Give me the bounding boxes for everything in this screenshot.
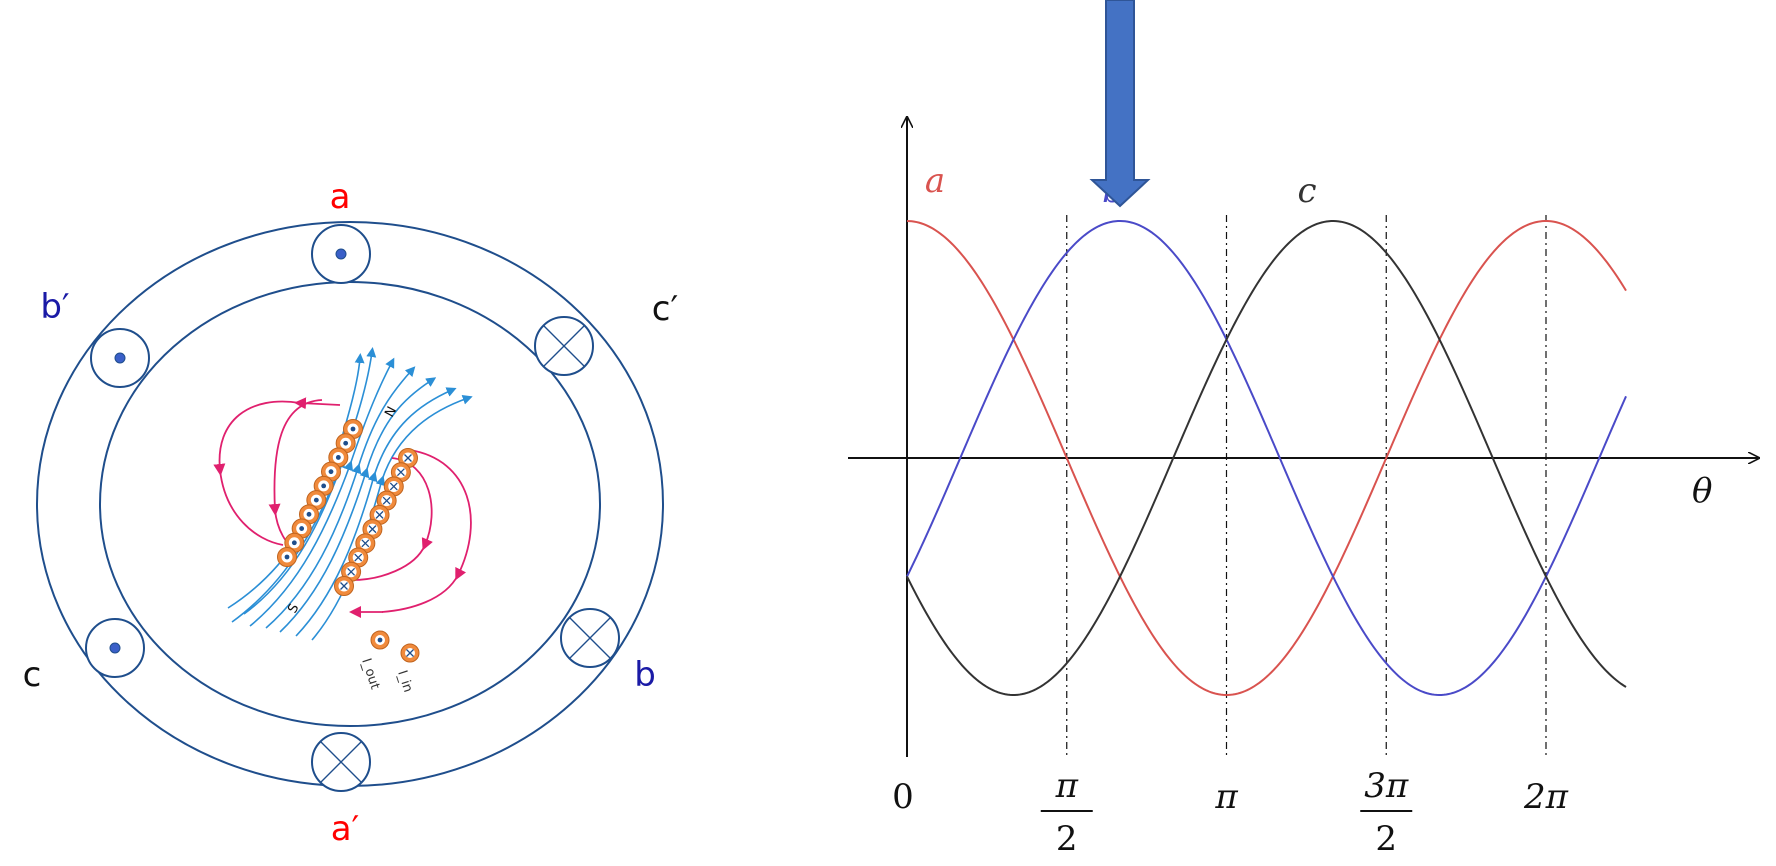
coil-cross-icon bbox=[404, 454, 412, 462]
tick-label: 0 bbox=[892, 777, 914, 817]
rotor-electromagnet: N S I_out I_in bbox=[213, 347, 473, 695]
coil-cross-icon bbox=[396, 468, 405, 477]
stator-outer-ring bbox=[36, 221, 664, 787]
tick-numerator: 3π bbox=[1364, 766, 1409, 806]
conductor-slots bbox=[85, 224, 620, 792]
coil-dot-icon bbox=[335, 455, 341, 460]
series-line-c bbox=[906, 219, 1627, 696]
phase-curves bbox=[906, 219, 1627, 697]
current-in-cross-icon bbox=[320, 741, 362, 783]
coil-cross-icon bbox=[340, 582, 348, 590]
slot-3 bbox=[560, 608, 620, 668]
slot-label: c′ bbox=[652, 289, 678, 329]
current-out-dot-icon bbox=[109, 642, 121, 654]
rotor-coil-conductors bbox=[277, 419, 418, 596]
coil-dot-icon bbox=[343, 440, 349, 446]
x-tick: 0 bbox=[892, 777, 914, 817]
pole-s-label: S bbox=[285, 602, 302, 616]
coil-in bbox=[334, 576, 354, 596]
flux-loop bbox=[351, 457, 433, 581]
coil-cross-icon bbox=[347, 567, 356, 576]
field-line bbox=[243, 463, 343, 615]
coil-dot-icon bbox=[284, 554, 290, 560]
legend-dot-icon bbox=[377, 637, 383, 643]
slot-1 bbox=[311, 224, 371, 284]
coil-in bbox=[383, 476, 404, 497]
slot-4 bbox=[311, 732, 371, 792]
series-line-b bbox=[906, 219, 1627, 697]
field-line bbox=[311, 394, 473, 641]
coil-cross-icon bbox=[375, 510, 384, 519]
tick-label: π bbox=[1214, 777, 1238, 817]
slot-label: a bbox=[330, 177, 351, 217]
dashed-guide-lines bbox=[1066, 215, 1547, 757]
magnetic-field-lines bbox=[227, 347, 473, 641]
coil-cross-icon bbox=[382, 496, 391, 505]
coil-dot-icon bbox=[350, 426, 356, 432]
current-in-cross-icon bbox=[569, 617, 611, 659]
coil-cross-icon bbox=[368, 525, 377, 534]
coil-dot-icon bbox=[313, 497, 319, 503]
current-out-dot-icon bbox=[335, 248, 347, 260]
coil-dot-icon bbox=[299, 526, 305, 531]
coil-cross-icon bbox=[389, 482, 398, 491]
flux-loop bbox=[213, 400, 301, 546]
coil-dot-icon bbox=[321, 483, 327, 489]
series-label-a: a bbox=[925, 161, 945, 201]
tick-denominator: 2 bbox=[1375, 819, 1397, 859]
x-axis-label: θ bbox=[1692, 471, 1712, 511]
slot-5 bbox=[85, 618, 145, 678]
current-in-cross-icon bbox=[543, 325, 585, 367]
coil-dot-icon bbox=[291, 540, 297, 546]
coil-cross-icon bbox=[354, 553, 363, 562]
x-tick: 2π bbox=[1523, 777, 1569, 817]
legend-out-label: I_out bbox=[358, 657, 382, 692]
current-out-dot-icon bbox=[114, 352, 126, 364]
coil-cross-icon bbox=[361, 539, 370, 548]
legend-cross-icon bbox=[406, 649, 414, 657]
slot-label: b bbox=[634, 655, 656, 695]
stator-diagram: a c′ b a′ c b′ N S I_out I_in bbox=[23, 177, 679, 849]
slot-label: c bbox=[23, 655, 42, 695]
slot-2 bbox=[534, 316, 594, 376]
slot-6 bbox=[90, 328, 150, 388]
coil-dot-icon bbox=[328, 469, 334, 475]
down-arrow-marker bbox=[1089, 0, 1151, 208]
slot-label: b′ bbox=[40, 287, 69, 327]
series-label-c: c bbox=[1297, 171, 1316, 211]
series-line-a bbox=[906, 220, 1627, 696]
pole-n-label: N bbox=[382, 404, 400, 420]
x-tick: π bbox=[1214, 777, 1238, 817]
flux-loop bbox=[381, 449, 472, 613]
slot-label: a′ bbox=[331, 809, 360, 849]
tick-numerator: π bbox=[1055, 766, 1079, 806]
stator-inner-ring bbox=[99, 281, 601, 727]
flux-loop-arrow bbox=[294, 397, 341, 410]
tick-denominator: 2 bbox=[1056, 819, 1078, 859]
slot-labels: a c′ b a′ c b′ bbox=[23, 177, 679, 849]
legend-in-label: I_in bbox=[394, 669, 415, 695]
coil-out bbox=[277, 547, 297, 567]
x-tick: π2 bbox=[1040, 766, 1093, 859]
current-legend: I_out I_in bbox=[358, 630, 420, 695]
x-tick: 3π2 bbox=[1360, 766, 1413, 859]
tick-label: 2π bbox=[1523, 777, 1569, 817]
coil-dot-icon bbox=[306, 511, 312, 517]
